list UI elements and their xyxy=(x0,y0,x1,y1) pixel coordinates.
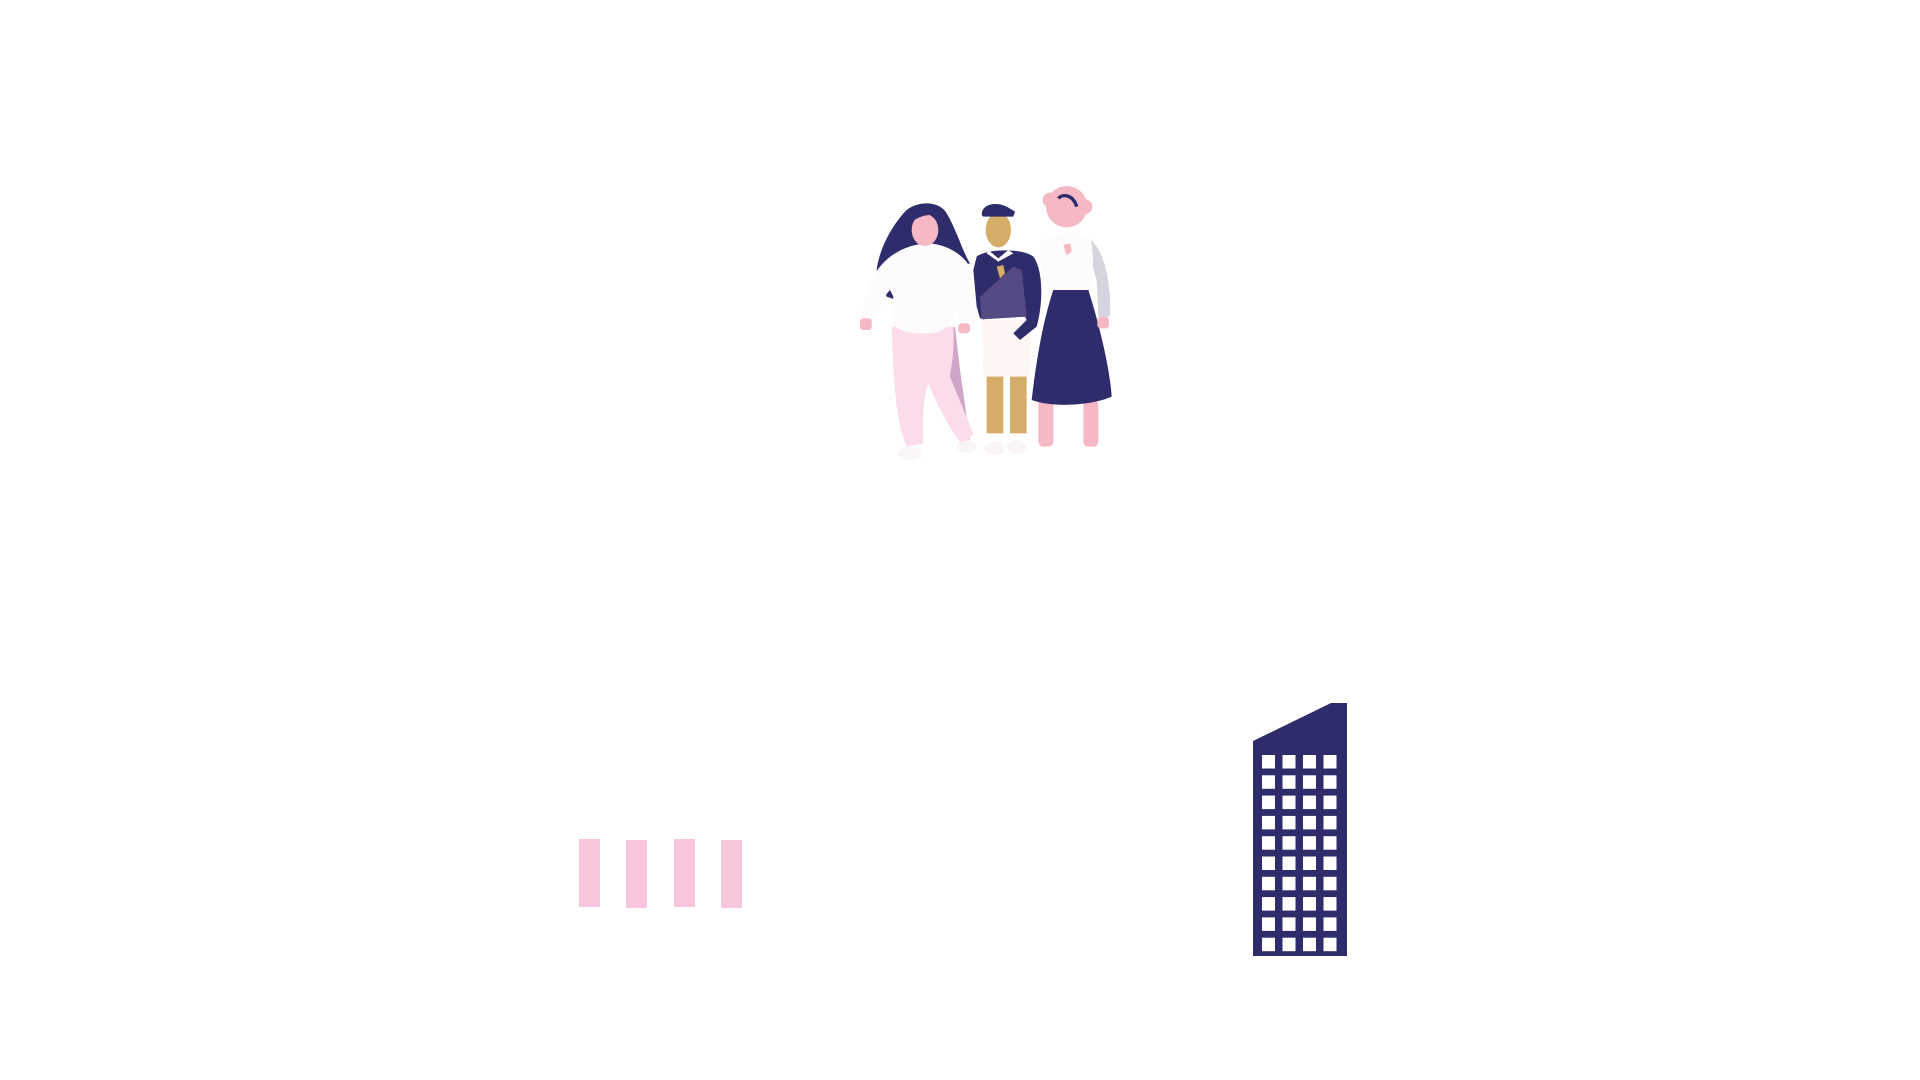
building-window xyxy=(1262,775,1275,789)
building-window xyxy=(1323,917,1337,931)
building-window xyxy=(1262,876,1275,891)
people-group-illustration xyxy=(860,186,1112,460)
building-window xyxy=(1323,856,1337,870)
woman-left-figure xyxy=(860,203,977,460)
building-window xyxy=(1262,856,1275,870)
pink-bar xyxy=(721,840,742,908)
building-window xyxy=(1303,876,1316,891)
building-window xyxy=(1303,755,1316,769)
building-window xyxy=(1323,897,1337,911)
building-window xyxy=(1282,836,1296,850)
building-window xyxy=(1282,815,1296,830)
building-window xyxy=(1282,876,1296,891)
pink-bar xyxy=(674,839,695,907)
building-window xyxy=(1323,775,1337,789)
building-window xyxy=(1262,836,1275,850)
building-window xyxy=(1303,836,1316,850)
building-window xyxy=(1282,937,1296,952)
building-windows xyxy=(1262,755,1337,952)
building-window xyxy=(1262,937,1275,952)
building-window xyxy=(1303,917,1316,931)
building-window xyxy=(1323,836,1337,850)
building-window xyxy=(1262,917,1275,931)
building-window xyxy=(1323,876,1337,891)
building-window xyxy=(1303,897,1316,911)
building-window xyxy=(1262,755,1275,769)
building-window xyxy=(1282,856,1296,870)
woman-right-figure xyxy=(1031,186,1112,447)
man-middle-figure xyxy=(973,204,1042,455)
building-window xyxy=(1262,815,1275,830)
building-window xyxy=(1303,937,1316,952)
building-window xyxy=(1262,897,1275,911)
building-window xyxy=(1282,917,1296,931)
building-window xyxy=(1323,795,1337,810)
building-window xyxy=(1323,815,1337,830)
building-window xyxy=(1323,937,1337,952)
building-window xyxy=(1303,815,1316,830)
building-window xyxy=(1282,775,1296,789)
building-window xyxy=(1282,897,1296,911)
building-window xyxy=(1282,795,1296,810)
building-window xyxy=(1303,856,1316,870)
pink-bar xyxy=(626,840,647,908)
building-window xyxy=(1303,775,1316,789)
building-window xyxy=(1323,755,1337,769)
building-illustration xyxy=(1253,703,1347,956)
pink-bars-decoration xyxy=(579,839,742,908)
building-window xyxy=(1262,795,1275,810)
building-window xyxy=(1282,755,1296,769)
building-window xyxy=(1303,795,1316,810)
pink-bar xyxy=(579,839,600,907)
